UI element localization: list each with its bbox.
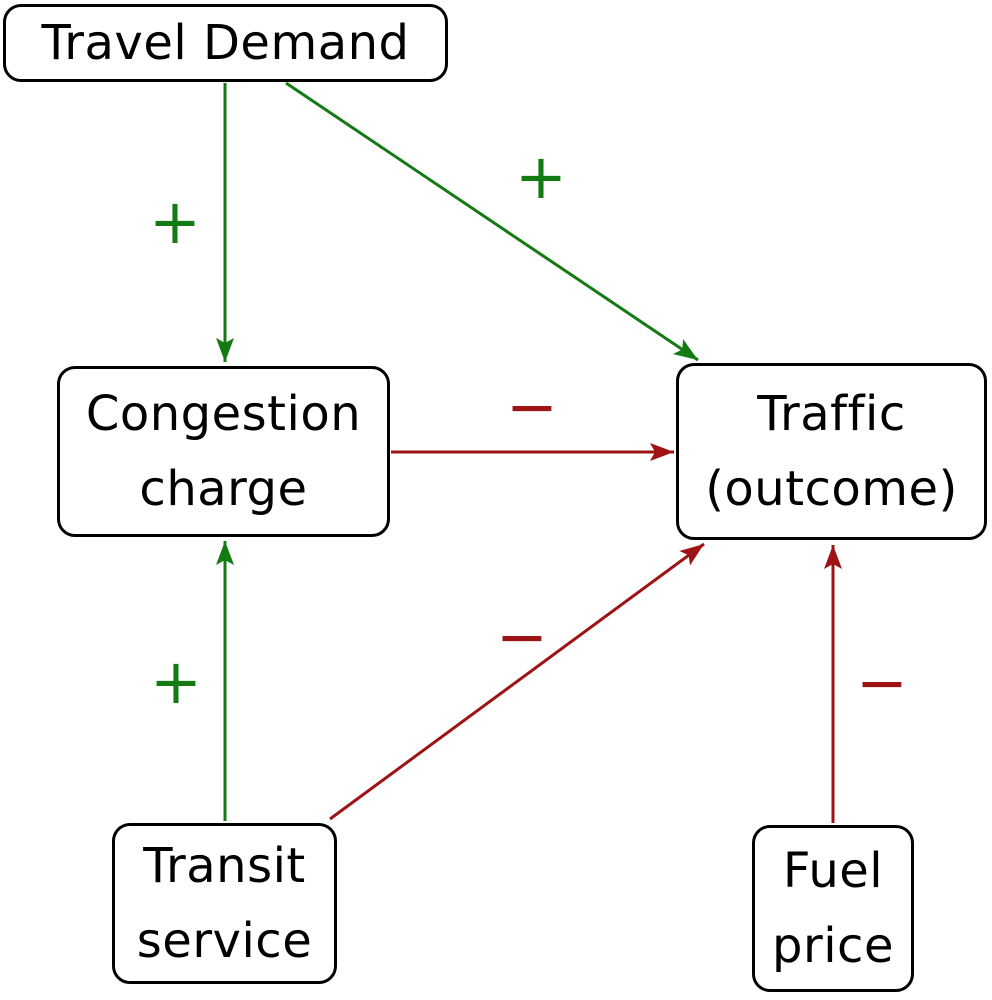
edge-sign-fuel-price-to-traffic: − — [856, 646, 908, 719]
edge-sign-transit-service-to-congestion-charge: + — [150, 645, 202, 718]
node-congestion-charge: Congestion charge — [57, 366, 390, 537]
node-traffic-outcome: Traffic (outcome) — [676, 363, 987, 540]
node-fuel-price: Fuel price — [752, 825, 914, 992]
edge-sign-transit-service-to-traffic: − — [496, 600, 548, 673]
node-travel-demand: Travel Demand — [3, 4, 448, 82]
edge-sign-congestion-charge-to-traffic: − — [506, 370, 558, 443]
edge-travel-demand-to-traffic — [285, 81, 699, 362]
node-transit-service: Transit service — [112, 823, 337, 984]
edge-transit-service-to-traffic — [329, 542, 705, 821]
edge-sign-travel-demand-to-traffic: + — [515, 140, 567, 213]
edge-sign-travel-demand-to-congestion-charge: + — [149, 185, 201, 258]
